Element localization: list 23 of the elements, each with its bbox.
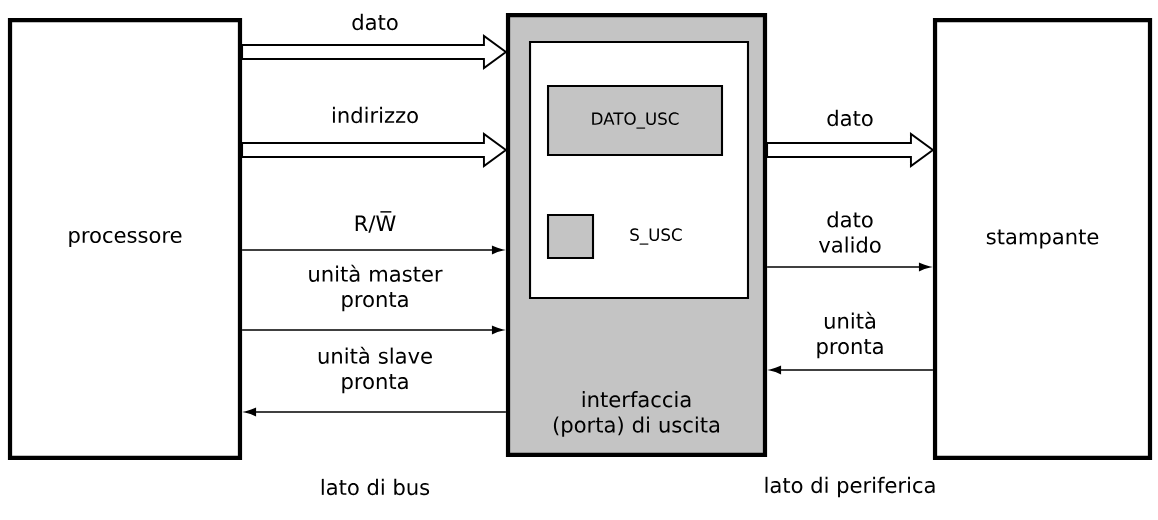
edge-label: indirizzo (333, 106, 418, 124)
signal-arrow (241, 246, 503, 254)
node-label: S_USC (630, 228, 682, 245)
processor-box: processore (7, 17, 243, 461)
edge-label: dato (352, 13, 398, 31)
edge-label: R/W̅ (355, 211, 396, 233)
bus-arrow (241, 34, 508, 70)
side-label: lato di bus (321, 478, 430, 496)
edge-label: unità slave pronta (318, 346, 432, 394)
signal-arrow (770, 366, 934, 374)
bus-arrow (766, 132, 935, 168)
side-label: lato di periferica (765, 476, 935, 498)
edge-label: dato valido (818, 211, 881, 253)
signal-arrow (241, 326, 503, 334)
register-box: DATO_USC (546, 84, 724, 157)
edge-label: unità pronta (817, 311, 883, 359)
edge-label: unità master pronta (309, 264, 443, 312)
printer-box: stampante (932, 17, 1153, 461)
status-register-box: S_USC (546, 213, 682, 260)
edge-label: dato (827, 109, 873, 127)
signal-arrow (766, 263, 930, 271)
bus-arrow (241, 132, 508, 168)
signal-arrow (245, 408, 507, 417)
